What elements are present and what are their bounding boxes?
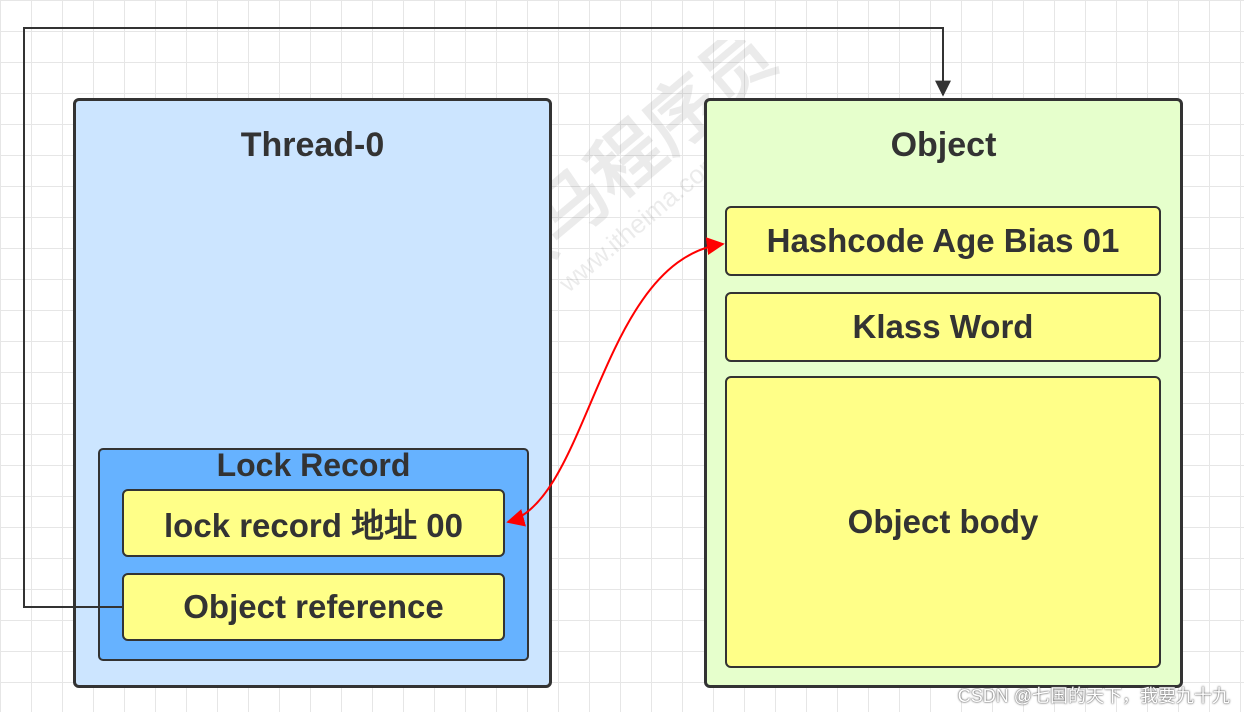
object-title: Object [890, 126, 997, 164]
object-body-cell: Object body [725, 376, 1161, 668]
lock-record-address-cell: lock record 地址 00 [122, 489, 505, 557]
credit-watermark: CSDN @七国的天下，我要九十九 [957, 686, 1230, 706]
object-reference-cell: Object reference [122, 573, 505, 641]
object-reference-arrow [23, 27, 951, 608]
thread-title: Thread-0 [240, 126, 385, 164]
lock-record-title: Lock Record [216, 447, 411, 483]
cas-swap-arrow [506, 237, 725, 527]
mark-word-cell: Hashcode Age Bias 01 [725, 206, 1161, 276]
klass-word-cell: Klass Word [725, 292, 1161, 362]
